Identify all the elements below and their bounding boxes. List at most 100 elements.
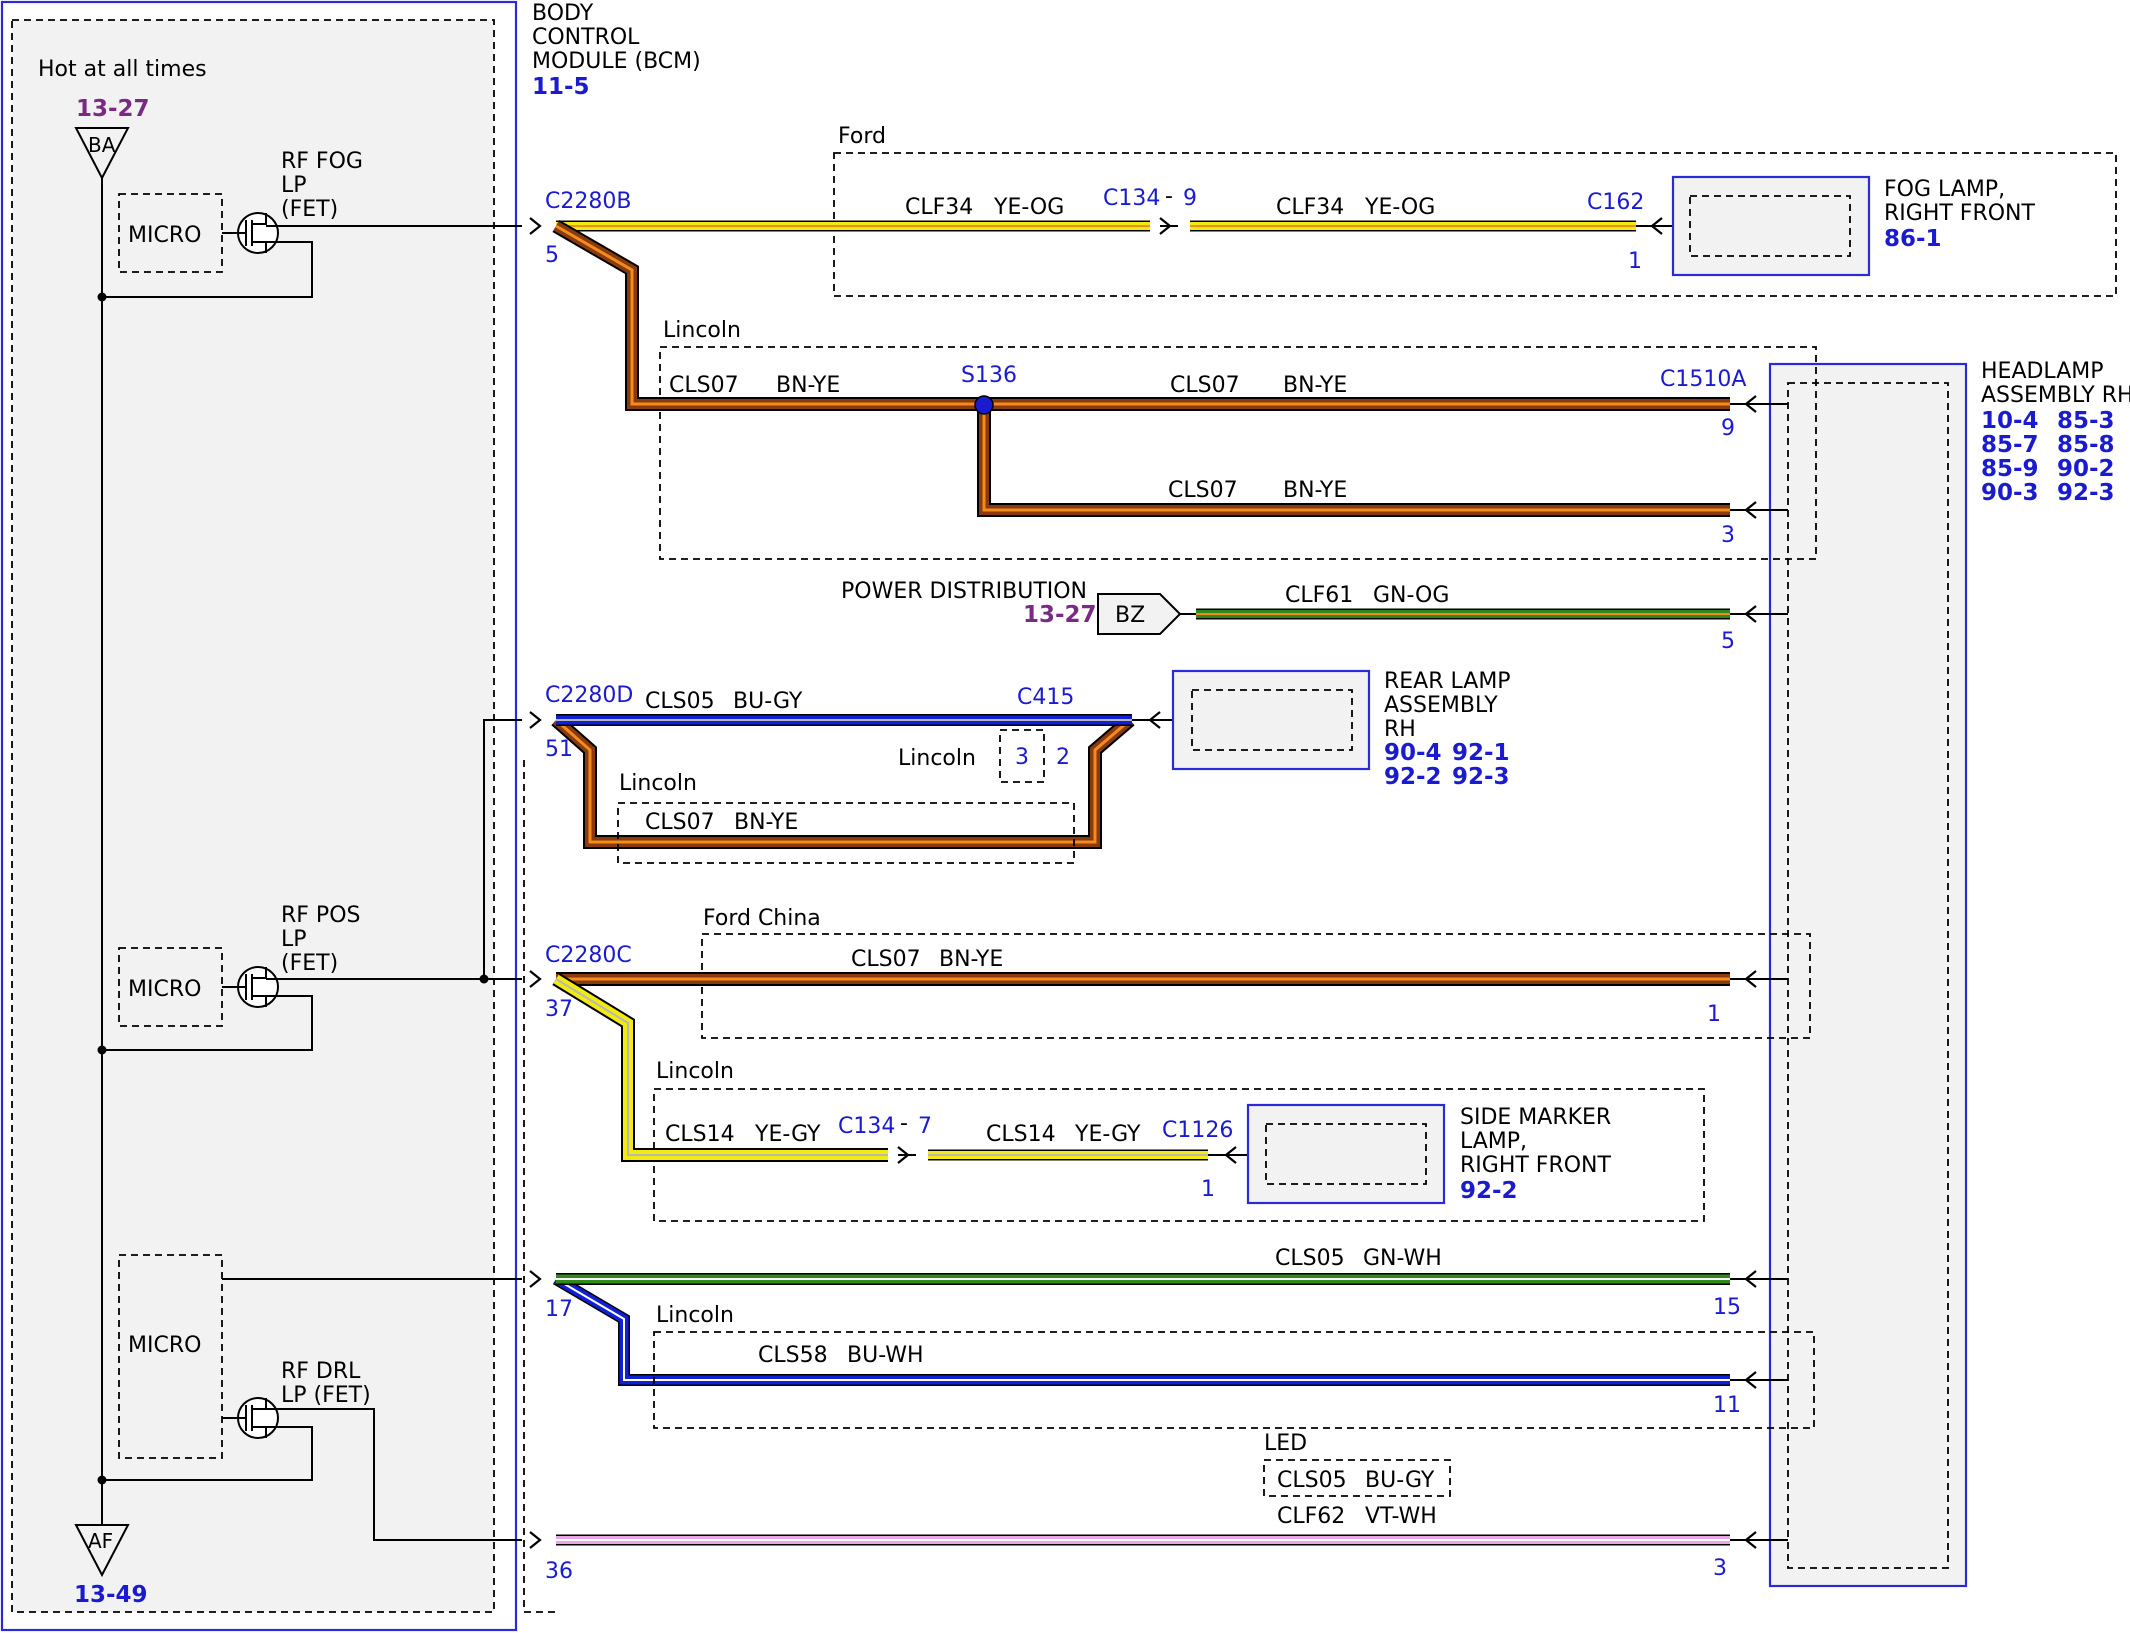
wire-cls14-id-2: CLS14 [986, 1122, 1056, 1147]
wire-cls05-id-gn: CLS05 [1275, 1246, 1345, 1271]
wire-clf62-id: CLF62 [1277, 1504, 1345, 1529]
ford-china-variant-box [701, 933, 1811, 1039]
led-variant-box [1263, 1459, 1451, 1497]
ford-china-variant-label: Ford China [703, 906, 821, 931]
lincoln-c415-label: Lincoln [898, 746, 976, 771]
micro-fog-box [118, 193, 223, 273]
bcm-module-outline [0, 0, 518, 1632]
headlamp-pin-15: 15 [1713, 1295, 1741, 1320]
c2280c-pin: 37 [545, 997, 573, 1022]
headlamp-ref-7: 90-3 [1981, 480, 2039, 506]
side-marker-title-line1: SIDE MARKER [1460, 1105, 1611, 1130]
wire-clf34-id-2: CLF34 [1276, 195, 1344, 220]
pin-17: 17 [545, 1297, 573, 1322]
bcm-title-line3: MODULE (BCM) [532, 49, 701, 74]
wire-clf61-id: CLF61 [1285, 583, 1353, 608]
c134-pin-side: 7 [918, 1114, 932, 1139]
headlamp-ref-3: 85-7 [1981, 432, 2039, 458]
pin-36: 36 [545, 1559, 573, 1584]
ground-ref: 13-49 [74, 1582, 148, 1608]
wire-cls14-bcm [552, 973, 888, 1162]
micro-pos-box [118, 947, 223, 1027]
side-marker-internal [1265, 1123, 1427, 1185]
lincoln-variant-box-rear [617, 802, 1075, 864]
pos-driver-line2: LP [281, 927, 307, 952]
connector-c162: C162 [1587, 190, 1644, 215]
headlamp-pin-9: 9 [1721, 416, 1735, 441]
fog-lamp-title-line2: RIGHT FRONT [1884, 201, 2036, 226]
headlamp-pin-1: 1 [1707, 1002, 1721, 1027]
power-distribution-label: POWER DISTRIBUTION [841, 579, 1087, 604]
headlamp-connector-arrows [1730, 395, 1788, 1549]
headlamp-ref-4: 85-8 [2057, 432, 2115, 458]
ground-label: AF [88, 1529, 113, 1553]
bcm-title-line2: CONTROL [532, 25, 640, 50]
wire-cls14-color-1: YE-GY [754, 1122, 821, 1147]
headlamp-ref-1: 10-4 [1981, 408, 2039, 434]
fog-driver-line1: RF FOG [281, 149, 363, 174]
headlamp-pin-3-top: 3 [1721, 523, 1735, 548]
lincoln-variant-label-bu-wh: Lincoln [656, 1303, 734, 1328]
c162-pin: 1 [1628, 249, 1642, 274]
c415-pin: 2 [1056, 745, 1070, 770]
rear-lamp-title-line2: ASSEMBLY [1384, 693, 1498, 718]
ground-triangle [74, 1524, 130, 1578]
rear-lamp-title-line3: RH [1384, 717, 1416, 742]
c1126-pin: 1 [1201, 1177, 1215, 1202]
connector-c1510a: C1510A [1660, 367, 1746, 392]
headlamp-pin-5: 5 [1721, 629, 1735, 654]
rear-lamp-ref-1: 90-4 [1384, 740, 1442, 766]
wire-cls07-color-china: BN-YE [939, 947, 1003, 972]
fog-lamp-title-line1: FOG LAMP, [1884, 177, 2005, 202]
headlamp-ref-2: 85-3 [2057, 408, 2115, 434]
power-input-triangle [74, 127, 130, 181]
wire-cls07-rear-lincoln [551, 714, 1135, 849]
connector-c415: C415 [1017, 685, 1074, 710]
fog-lamp-ref: 86-1 [1884, 226, 1942, 252]
hot-power-ref: 13-27 [76, 96, 150, 122]
connector-c1126: C1126 [1162, 1118, 1233, 1143]
bz-connector-label: BZ [1115, 603, 1145, 628]
headlamp-internal-box [1787, 382, 1949, 1569]
headlamp-title-line1: HEADLAMP [1981, 359, 2104, 384]
headlamp-pin-11: 11 [1713, 1393, 1741, 1418]
wire-cls05-color-rear: BU-GY [733, 689, 803, 714]
rear-lamp-ref-3: 92-2 [1384, 764, 1442, 790]
connector-c134-fog: C134 [1103, 186, 1160, 211]
side-marker-title-line3: RIGHT FRONT [1460, 1153, 1612, 1178]
rear-lamp-ref-2: 92-1 [1452, 740, 1510, 766]
pos-driver-line3: (FET) [281, 951, 338, 976]
lincoln-variant-box-1 [659, 346, 1817, 560]
micro-drl-box [118, 1254, 223, 1459]
wire-cls58-bu-wh [552, 1273, 1730, 1386]
lincoln-variant-label-side: Lincoln [656, 1059, 734, 1084]
wire-cls14-color-2: YE-GY [1074, 1122, 1141, 1147]
drl-driver-line2: LP (FET) [281, 1383, 371, 1408]
side-marker-title-line2: LAMP, [1460, 1129, 1527, 1154]
wire-cls07-id-china: CLS07 [851, 947, 921, 972]
wire-cls05-id-led: CLS05 [1277, 1468, 1347, 1493]
wire-cls07-color-rear: BN-YE [734, 810, 798, 835]
side-marker-ref: 92-2 [1460, 1178, 1518, 1204]
c134-dash-side: - [900, 1111, 908, 1136]
lincoln-variant-label-rear: Lincoln [619, 771, 697, 796]
led-variant-label: LED [1264, 1431, 1307, 1456]
lincoln-variant-box-bu-wh [653, 1331, 1815, 1429]
rear-lamp-internal [1191, 689, 1353, 751]
wire-cls07-id-2: CLS07 [1170, 373, 1240, 398]
wire-cls05-id-rear: CLS05 [645, 689, 715, 714]
wire-cls58-color: BU-WH [847, 1343, 924, 1368]
rear-lamp-ref-4: 92-3 [1452, 764, 1510, 790]
wire-cls07-color-1: BN-YE [776, 373, 840, 398]
wire-cls05-color-led: BU-GY [1365, 1468, 1435, 1493]
wire-cls07-id-3: CLS07 [1168, 478, 1238, 503]
bz-connector-shape [1097, 593, 1182, 635]
fog-driver-line2: LP [281, 173, 307, 198]
wire-clf62-color: VT-WH [1365, 1504, 1437, 1529]
headlamp-title-line2: ASSEMBLY RH [1981, 383, 2130, 408]
wire-cls07-main [552, 219, 1730, 411]
connector-c134-side: C134 [838, 1114, 895, 1139]
wire-clf34-color-2: YE-OG [1364, 195, 1435, 220]
lincoln-variant-label-1: Lincoln [663, 318, 741, 343]
